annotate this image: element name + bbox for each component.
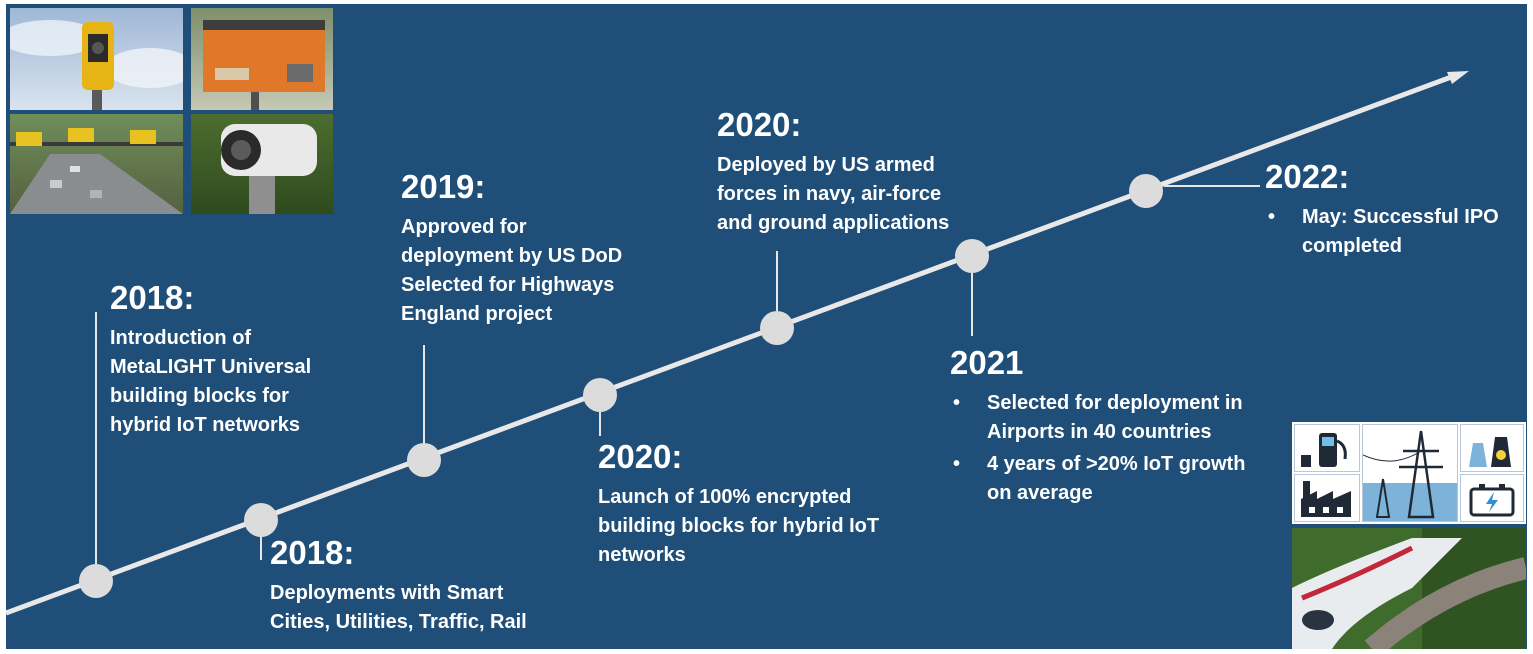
milestone-2020-armed-forces: 2020: Deployed by US armed forces in nav… [717, 106, 949, 238]
bullet-item: • May: Successful IPO completed [1265, 203, 1499, 261]
milestone-year: 2018: [270, 534, 355, 571]
node-2018b [244, 503, 278, 537]
milestone-2022: 2022: • May: Successful IPO completed [1265, 158, 1499, 264]
bullet-icon: • [1268, 206, 1276, 228]
milestone-line: Approved for [401, 216, 527, 238]
bullet-item: • 4 years of >20% IoT growth on average [950, 450, 1245, 508]
node-2020a [583, 378, 617, 412]
milestone-line: building blocks for hybrid IoT [598, 515, 880, 537]
node-2019 [407, 443, 441, 477]
milestone-year: 2022: [1265, 158, 1350, 195]
milestone-bullets: • May: Successful IPO completed [1265, 203, 1499, 261]
connectors [95, 185, 1260, 567]
milestone-line: hybrid IoT networks [110, 414, 301, 436]
photo-collage [6, 4, 346, 214]
timeline-graphic [6, 71, 1469, 616]
milestone-year: 2020: [598, 438, 683, 475]
milestone-line: Cities, Utilities, Traffic, Rail [270, 611, 527, 633]
nuclear-plant-icon [1460, 424, 1524, 472]
bullet-line: on average [987, 482, 1093, 504]
milestone-year: 2021 [950, 344, 1024, 381]
bullet-line: Selected for deployment in [987, 392, 1243, 414]
milestone-year: 2018: [110, 279, 195, 316]
milestone-2020-encrypted: 2020: Launch of 100% encrypted building … [598, 438, 879, 570]
bullet-item: • Selected for deployment in Airports in… [950, 389, 1245, 447]
milestone-line: Launch of 100% encrypted [598, 486, 852, 508]
timeline-nodes [79, 174, 1163, 598]
battery-icon [1460, 474, 1524, 522]
bullet-line: completed [1302, 235, 1403, 257]
milestone-2019: 2019: Approved for deployment by US DoD … [401, 168, 622, 329]
speed-camera-orange-box-photo [191, 8, 333, 110]
milestone-2018-intro: 2018: Introduction of MetaLIGHT Universa… [110, 279, 311, 440]
milestone-line: Introduction of [110, 327, 252, 349]
bullet-line: Airports in 40 countries [987, 421, 1212, 443]
milestone-line: networks [598, 544, 686, 566]
milestone-year: 2020: [717, 106, 802, 143]
motorway-cameras-photo [10, 114, 183, 214]
factory-icon [1294, 474, 1360, 522]
node-2022 [1129, 174, 1163, 208]
utilities-icon-grid [1292, 422, 1526, 524]
milestone-line: England project [401, 303, 553, 325]
cctv-camera-photo [191, 114, 333, 214]
high-speed-train-photo [1292, 528, 1527, 649]
timeline-slide: 2018: Introduction of MetaLIGHT Universa… [6, 4, 1527, 649]
power-pylon-icon [1362, 424, 1458, 522]
milestone-line: Deployed by US armed [717, 154, 935, 176]
bullet-line: May: Successful IPO [1302, 206, 1499, 228]
timeline-arrowhead [1447, 71, 1469, 84]
bullet-line: 4 years of >20% IoT growth [987, 453, 1246, 475]
milestone-line: Deployments with Smart [270, 582, 504, 604]
milestone-bullets: • Selected for deployment in Airports in… [950, 389, 1245, 508]
speed-camera-yellow-photo [10, 8, 183, 110]
bullet-icon: • [953, 392, 961, 414]
node-2021 [955, 239, 989, 273]
milestone-line: forces in navy, air-force [717, 183, 942, 205]
milestone-line: and ground applications [717, 212, 950, 234]
milestone-2018-deployments: 2018: Deployments with Smart Cities, Uti… [270, 534, 527, 637]
milestone-year: 2019: [401, 168, 486, 205]
milestone-line: deployment by US DoD [401, 245, 623, 267]
milestone-line: Selected for Highways [401, 274, 615, 296]
fuel-pump-icon [1294, 424, 1360, 472]
milestone-2021: 2021 • Selected for deployment in Airpor… [950, 344, 1245, 511]
node-2018a [79, 564, 113, 598]
milestone-line: building blocks for [110, 385, 289, 407]
node-2020b [760, 311, 794, 345]
milestone-line: MetaLIGHT Universal [110, 356, 312, 378]
bullet-icon: • [953, 453, 961, 475]
